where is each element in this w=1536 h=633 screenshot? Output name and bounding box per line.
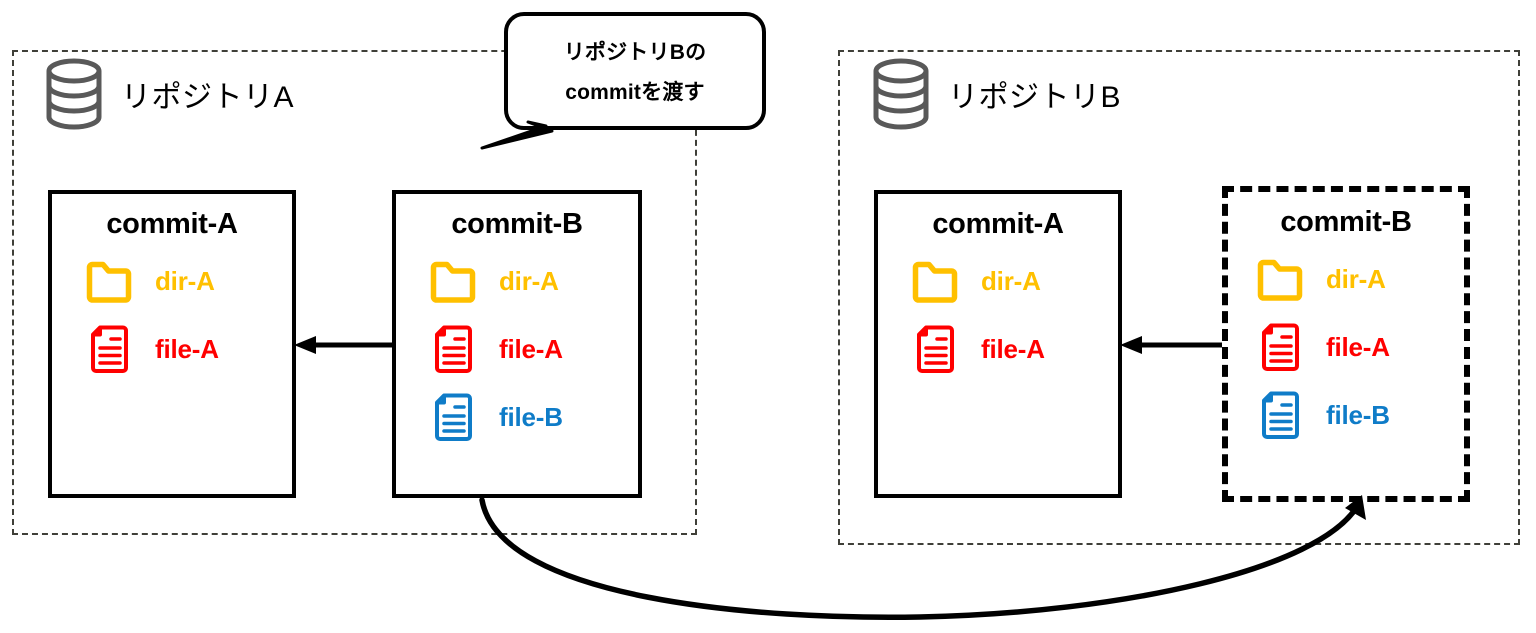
commit-entry-dir: dir-A (911, 253, 1118, 309)
commit-box-repo-a-commit-a[interactable]: commit-A dir-A (48, 190, 296, 498)
file-icon (1256, 321, 1304, 373)
folder-icon (85, 255, 133, 307)
commit-entry-list: dir-A file-A (396, 253, 638, 445)
commit-entry-label: dir-A (499, 265, 559, 296)
commit-entry-file: file-A (911, 321, 1118, 377)
commit-entry-file: file-A (1256, 319, 1464, 375)
commit-entry-dir: dir-A (85, 253, 292, 309)
commit-entry-dir: dir-A (429, 253, 638, 309)
commit-title: commit-B (1280, 206, 1412, 238)
commit-entry-label: file-B (1326, 399, 1390, 430)
repository-container-a (12, 50, 697, 535)
commit-entry-label: dir-A (981, 265, 1041, 296)
commit-entry-label: dir-A (155, 265, 215, 296)
commit-entry-label: file-B (499, 401, 563, 432)
commit-entry-label: file-A (1326, 331, 1390, 362)
commit-entry-file: file-B (429, 389, 638, 445)
commit-entry-list: dir-A file-A (52, 253, 292, 377)
folder-icon (911, 255, 959, 307)
database-icon (45, 58, 103, 130)
file-icon (429, 391, 477, 443)
database-icon (872, 58, 930, 130)
repository-label-b: リポジトリB (948, 81, 1122, 114)
repository-header-a: リポジトリA (45, 58, 294, 130)
repository-label-a: リポジトリA (121, 81, 295, 114)
file-icon (429, 323, 477, 375)
folder-icon (1256, 253, 1304, 305)
file-icon (1256, 389, 1304, 441)
callout-line-2: commitを渡す (565, 81, 705, 104)
commit-entry-dir: dir-A (1256, 251, 1464, 307)
commit-title: commit-B (451, 208, 583, 240)
commit-box-repo-a-commit-b[interactable]: commit-B dir-A (392, 190, 642, 498)
file-icon (85, 323, 133, 375)
commit-title: commit-A (106, 208, 238, 240)
commit-entry-file: file-A (429, 321, 638, 377)
callout-line-1: リポジトリBの (563, 41, 707, 64)
commit-entry-label: file-A (499, 333, 563, 364)
commit-entry-label: file-A (155, 333, 219, 364)
commit-title: commit-A (932, 208, 1064, 240)
callout-bubble[interactable]: リポジトリBの commitを渡す (504, 12, 766, 130)
repository-header-b: リポジトリB (872, 58, 1121, 130)
commit-entry-file: file-A (85, 321, 292, 377)
commit-box-repo-b-commit-a[interactable]: commit-A dir-A (874, 190, 1122, 498)
file-icon (911, 323, 959, 375)
commit-box-repo-b-commit-b[interactable]: commit-B dir-A (1222, 186, 1470, 502)
commit-entry-file: file-B (1256, 387, 1464, 443)
folder-icon (429, 255, 477, 307)
commit-entry-label: file-A (981, 333, 1045, 364)
commit-entry-label: dir-A (1326, 263, 1386, 294)
commit-entry-list: dir-A file-A (878, 253, 1118, 377)
commit-entry-list: dir-A file-A (1228, 251, 1464, 443)
